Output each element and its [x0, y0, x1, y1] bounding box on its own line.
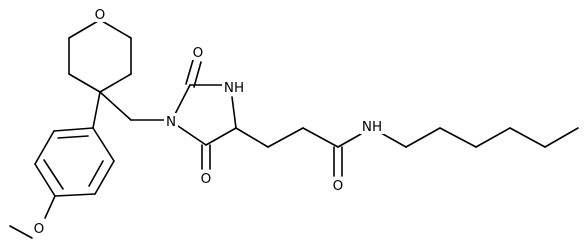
bond [92, 127, 115, 162]
tetrahydropyran-ring [68, 20, 132, 93]
bond [34, 163, 56, 197]
atom-nh-ring: NH [222, 79, 246, 96]
bond [34, 130, 55, 165]
carbonyl-top-bond [185, 59, 194, 85]
bond-chain [302, 127, 339, 148]
bond-hexyl [380, 132, 407, 148]
atom-o-methoxy: O [32, 220, 46, 237]
bond-hexyl [544, 127, 579, 148]
aromatic-double-bond [57, 135, 89, 139]
atom-label: NH [362, 119, 382, 135]
bond [177, 125, 207, 146]
bond [205, 127, 237, 146]
atom-label: NH [224, 80, 244, 96]
atom-label: O [193, 45, 204, 61]
atom-label: O [201, 171, 212, 187]
carbonyl-top-bond [193, 61, 202, 88]
bond [94, 160, 115, 195]
methoxyphenyl-ring [34, 127, 115, 197]
atom-o-pyran: O [93, 6, 107, 23]
bond-amide-cn [337, 133, 362, 148]
bond-hexyl [405, 127, 441, 148]
atom-o-carbonyl-bottom: O [199, 170, 213, 187]
bond-hexyl [509, 127, 546, 148]
aromatic-double-bond [88, 160, 104, 187]
atom-label: O [95, 7, 106, 23]
bond [99, 73, 132, 93]
atom-n-ring: N [164, 113, 178, 130]
bond-hexyl [439, 127, 477, 148]
atom-o-carbonyl-top: O [191, 44, 205, 61]
bond-aryl-methoxy [44, 195, 56, 219]
bond-methoxy-methyl [9, 225, 33, 239]
atom-label: O [34, 221, 45, 237]
bond-chain [267, 127, 304, 148]
bond-hexyl [475, 127, 511, 148]
bond [231, 96, 237, 129]
atom-label: O [333, 178, 344, 194]
bond [68, 20, 99, 39]
atom-nh-amide: NH [360, 118, 384, 135]
bond [68, 73, 101, 93]
bond [53, 127, 94, 132]
bond [54, 193, 96, 197]
atom-o-amide: O [331, 177, 345, 194]
atom-label: N [166, 114, 176, 130]
bond [101, 20, 132, 39]
bond-quaternary-aryl [92, 91, 101, 129]
aromatic-double-bond [43, 159, 64, 190]
bond-ch2-linker [99, 91, 132, 121]
bond-chain [235, 127, 269, 148]
